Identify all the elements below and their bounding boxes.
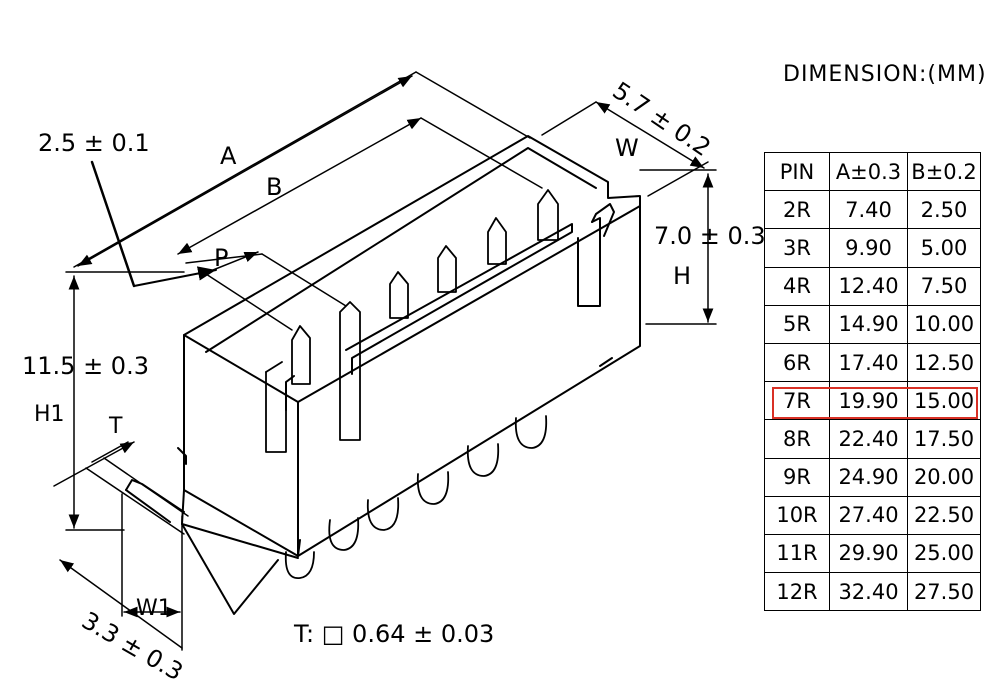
pin-cell: 4R — [764, 266, 830, 306]
pin-legs — [284, 415, 548, 579]
a-cell: 9.90 — [829, 228, 908, 268]
dim-b-label: B — [266, 173, 283, 201]
connector-housing — [125, 135, 641, 615]
a-cell: 22.40 — [829, 419, 908, 459]
table-row: 10R 27.40 22.50 — [764, 495, 981, 535]
b-cell: 5.00 — [907, 228, 981, 268]
pin-cell: 8R — [764, 419, 830, 459]
b-cell: 20.00 — [907, 457, 981, 497]
table-row: 3R 9.90 5.00 — [764, 228, 981, 268]
a-cell: 7.40 — [829, 190, 908, 230]
dim-p-label: P — [214, 244, 229, 272]
dim-11-5-label: 11.5 ± 0.3 — [22, 352, 149, 380]
terminal-spec-label: T: □ 0.64 ± 0.03 — [294, 620, 495, 648]
dim-h1-label: H1 — [34, 402, 65, 427]
dim-h-label: H — [673, 262, 692, 290]
dimension-line-a — [73, 71, 531, 268]
dimension-table: PIN A±0.3 B±0.2 2R 7.40 2.50 3R 9.90 5.0… — [764, 151, 981, 612]
dim-a-label: A — [220, 142, 237, 170]
a-cell: 12.40 — [829, 266, 908, 306]
pin-cell: 5R — [764, 304, 830, 344]
leader-2-5 — [90, 160, 217, 288]
dimension-line-5-7 — [541, 101, 709, 197]
table-row: 8R 22.40 17.50 — [764, 419, 981, 459]
row-highlight-box — [772, 387, 978, 419]
dim-t-label: T — [109, 414, 123, 439]
a-cell: 14.90 — [829, 304, 908, 344]
table-row: 9R 24.90 20.00 — [764, 457, 981, 497]
a-cell: 32.40 — [829, 572, 908, 612]
header-pin: PIN — [764, 151, 830, 192]
table-row: 11R 29.90 25.00 — [764, 533, 981, 574]
pin-cell: 6R — [764, 342, 830, 383]
header-b: B±0.2 — [907, 151, 981, 192]
pin-cell: 2R — [764, 190, 830, 230]
b-cell: 7.50 — [907, 266, 981, 306]
table-header-row: PIN A±0.3 B±0.2 — [764, 151, 981, 192]
pin-cell: 11R — [764, 533, 830, 574]
b-cell: 22.50 — [907, 495, 981, 535]
b-cell: 25.00 — [907, 533, 981, 574]
dim-w-label: W — [615, 134, 639, 162]
dimension-line-p — [185, 251, 347, 331]
pin-cell: 3R — [764, 228, 830, 268]
table-row: 4R 12.40 7.50 — [764, 266, 981, 306]
a-cell: 24.90 — [829, 457, 908, 497]
b-cell: 27.50 — [907, 572, 981, 612]
a-cell: 29.90 — [829, 533, 908, 574]
a-cell: 17.40 — [829, 342, 908, 383]
table-row: 5R 14.90 10.00 — [764, 304, 981, 344]
b-cell: 17.50 — [907, 419, 981, 459]
dimension-line-w1 — [59, 493, 183, 651]
table-row: 12R 32.40 27.50 — [764, 572, 981, 612]
b-cell: 12.50 — [907, 342, 981, 383]
pin-cell: 12R — [764, 572, 830, 612]
dimension-line-h1 — [65, 271, 185, 531]
dimension-title: DIMENSION:(MM) — [783, 62, 987, 87]
dim-7-0-label: 7.0 ± 0.3 — [654, 222, 766, 250]
dim-2-5-label: 2.5 ± 0.1 — [38, 129, 150, 157]
dim-w1-label: W1 — [136, 596, 172, 621]
a-cell: 27.40 — [829, 495, 908, 535]
header-a: A±0.3 — [829, 151, 908, 192]
table-row: 6R 17.40 12.50 — [764, 342, 981, 383]
b-cell: 2.50 — [907, 190, 981, 230]
pins — [265, 189, 559, 453]
table-row: 2R 7.40 2.50 — [764, 190, 981, 230]
dimension-line-h — [639, 169, 717, 325]
dimension-line-b — [177, 117, 543, 255]
b-cell: 10.00 — [907, 304, 981, 344]
pin-cell: 9R — [764, 457, 830, 497]
pin-cell: 10R — [764, 495, 830, 535]
